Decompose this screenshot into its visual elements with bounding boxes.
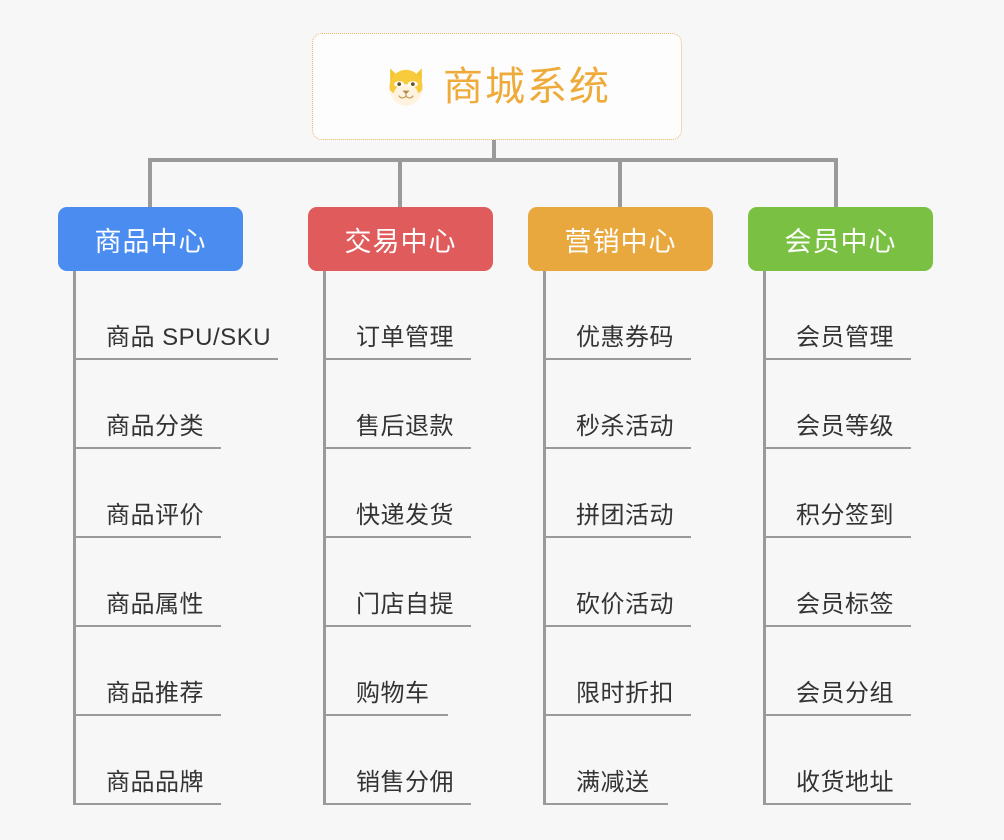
branch-drop-2 [398, 158, 402, 208]
leaf-item-underline [323, 714, 448, 716]
leaf-column-spine [543, 271, 546, 805]
leaf-item[interactable]: 商品分类 [73, 360, 271, 449]
leaf-item-label: 商品品牌 [106, 769, 204, 796]
leaf-item[interactable]: 会员管理 [763, 271, 911, 360]
category-header-4[interactable]: 会员中心 [748, 207, 933, 271]
leaf-item-label: 秒杀活动 [576, 413, 674, 440]
leaf-item[interactable]: 会员分组 [763, 627, 911, 716]
leaf-column-spine [763, 271, 766, 805]
leaf-item[interactable]: 积分签到 [763, 449, 911, 538]
leaf-item[interactable]: 商品属性 [73, 538, 271, 627]
leaf-item[interactable]: 拼团活动 [543, 449, 691, 538]
leaf-item-underline [543, 536, 691, 538]
leaf-item-label: 会员分组 [796, 680, 894, 707]
leaf-item-underline [73, 803, 221, 805]
category-header-label: 营销中心 [564, 226, 677, 257]
leaf-item-label: 商品属性 [106, 591, 204, 618]
leaf-item[interactable]: 商品 SPU/SKU [73, 271, 278, 360]
leaf-item-underline [543, 625, 691, 627]
leaf-item[interactable]: 限时折扣 [543, 627, 691, 716]
leaf-item-underline [543, 447, 691, 449]
category-header-2[interactable]: 交易中心 [308, 207, 493, 271]
leaf-column-3: 优惠券码秒杀活动拼团活动砍价活动限时折扣满减送 [543, 271, 691, 805]
leaf-item[interactable]: 收货地址 [763, 716, 911, 805]
leaf-item-label: 收货地址 [796, 769, 894, 796]
leaf-item-underline [73, 536, 221, 538]
leaf-item-underline [323, 358, 471, 360]
leaf-column-1: 商品 SPU/SKU 商品分类商品评价商品属性商品推荐商品品牌 [73, 271, 278, 805]
leaf-item-underline [543, 358, 691, 360]
leaf-column-spine [323, 271, 326, 805]
leaf-item[interactable]: 秒杀活动 [543, 360, 691, 449]
leaf-item-label: 拼团活动 [576, 502, 674, 529]
category-header-label: 会员中心 [784, 226, 897, 257]
leaf-item-label: 商品推荐 [106, 680, 204, 707]
shiba-dog-icon [389, 67, 423, 106]
root-title: 商城系统 [443, 64, 611, 109]
leaf-item-label: 积分签到 [796, 502, 894, 529]
leaf-item-label: 会员等级 [796, 413, 894, 440]
leaf-item[interactable]: 优惠券码 [543, 271, 691, 360]
leaf-item[interactable]: 售后退款 [323, 360, 471, 449]
leaf-item-label: 商品 SPU/SKU [106, 324, 272, 351]
leaf-item-underline [73, 625, 221, 627]
horizontal-bus-connector [150, 158, 838, 162]
leaf-item[interactable]: 门店自提 [323, 538, 471, 627]
leaf-item-label: 门店自提 [356, 591, 454, 618]
leaf-item-underline [73, 358, 278, 360]
leaf-item-label: 商品分类 [106, 413, 204, 440]
leaf-item-underline [763, 447, 911, 449]
leaf-item-label: 销售分佣 [356, 769, 454, 796]
leaf-item-label: 会员管理 [796, 324, 894, 351]
leaf-item[interactable]: 销售分佣 [323, 716, 471, 805]
leaf-item-underline [323, 536, 471, 538]
leaf-item[interactable]: 砍价活动 [543, 538, 691, 627]
category-header-1[interactable]: 商品中心 [58, 207, 243, 271]
leaf-item-underline [543, 714, 691, 716]
leaf-item-underline [763, 625, 911, 627]
leaf-item[interactable]: 快递发货 [323, 449, 471, 538]
leaf-item-label: 砍价活动 [576, 591, 674, 618]
leaf-item-label: 购物车 [356, 680, 430, 707]
leaf-column-spine [73, 271, 76, 805]
leaf-item-underline [73, 714, 221, 716]
root-node[interactable]: 商城系统 [312, 33, 682, 140]
leaf-item[interactable]: 会员标签 [763, 538, 911, 627]
category-header-label: 商品中心 [94, 226, 207, 257]
branch-drop-1 [148, 158, 152, 208]
leaf-item-label: 会员标签 [796, 591, 894, 618]
leaf-item-underline [763, 536, 911, 538]
branch-drop-3 [618, 158, 622, 208]
leaf-item[interactable]: 会员等级 [763, 360, 911, 449]
leaf-item[interactable]: 购物车 [323, 627, 454, 716]
leaf-item-underline [323, 803, 471, 805]
leaf-item[interactable]: 商品评价 [73, 449, 271, 538]
leaf-item[interactable]: 订单管理 [323, 271, 471, 360]
leaf-item-underline [543, 803, 668, 805]
leaf-item-label: 订单管理 [356, 324, 454, 351]
leaf-item-label: 快递发货 [356, 502, 454, 529]
category-header-label: 交易中心 [344, 226, 457, 257]
leaf-item-label: 商品评价 [106, 502, 204, 529]
leaf-item-label: 满减送 [576, 769, 650, 796]
leaf-item-underline [763, 714, 911, 716]
leaf-item[interactable]: 商品推荐 [73, 627, 271, 716]
leaf-item-underline [763, 358, 911, 360]
leaf-item-underline [323, 447, 471, 449]
leaf-item[interactable]: 满减送 [543, 716, 674, 805]
branch-drop-4 [834, 158, 838, 208]
leaf-item-underline [73, 447, 221, 449]
leaf-item-label: 限时折扣 [576, 680, 674, 707]
leaf-item-label: 售后退款 [356, 413, 454, 440]
category-header-3[interactable]: 营销中心 [528, 207, 713, 271]
leaf-column-2: 订单管理售后退款快递发货门店自提购物车销售分佣 [323, 271, 471, 805]
leaf-item-underline [763, 803, 911, 805]
root-stem-connector [492, 140, 496, 162]
leaf-column-4: 会员管理会员等级积分签到会员标签会员分组收货地址 [763, 271, 911, 805]
leaf-item[interactable]: 商品品牌 [73, 716, 271, 805]
leaf-item-label: 优惠券码 [576, 324, 674, 351]
leaf-item-underline [323, 625, 471, 627]
